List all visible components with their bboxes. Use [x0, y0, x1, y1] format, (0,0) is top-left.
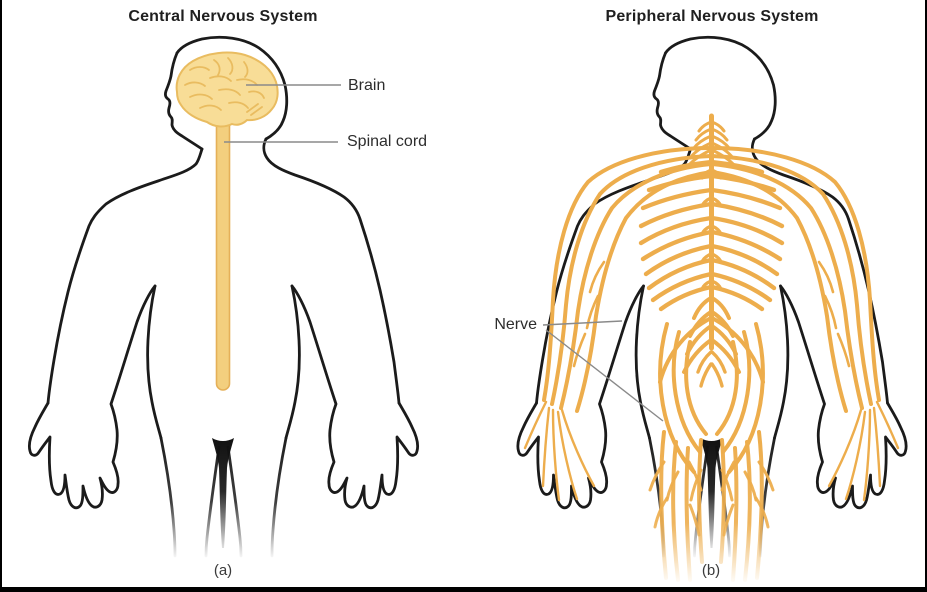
caption-b: (b)	[701, 562, 721, 579]
caption-a: (a)	[213, 562, 233, 579]
nerve-network-drawing	[525, 113, 898, 580]
right-frame-edge	[925, 0, 927, 592]
spinal-cord-label: Spinal cord	[347, 133, 428, 150]
leader-lines-b	[542, 320, 664, 422]
left-frame-edge	[0, 0, 2, 592]
brain-label: Brain	[348, 77, 386, 94]
brain-drawing	[175, 51, 279, 128]
panel-a-title: Central Nervous System	[128, 8, 318, 25]
panel-b-title: Peripheral Nervous System	[605, 8, 819, 25]
bottom-frame-bar	[0, 587, 927, 592]
spinal-cord-drawing	[215, 111, 231, 391]
leader-lines-a	[224, 84, 341, 143]
cns-figure	[27, 35, 420, 558]
pns-figure	[516, 35, 908, 580]
nerve-label: Nerve	[494, 316, 537, 333]
